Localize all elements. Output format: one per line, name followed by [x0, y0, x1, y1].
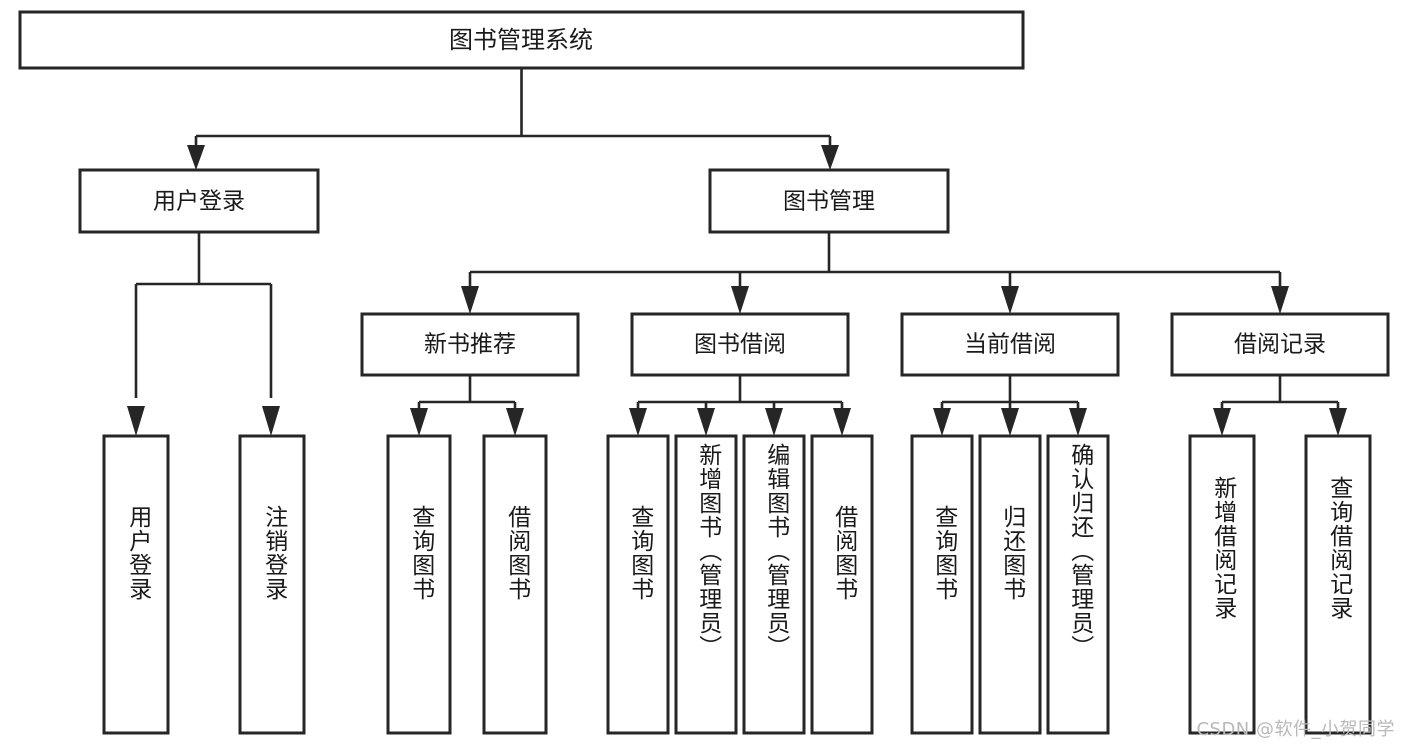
node-leaf-borrow-book-2-box[interactable]	[810, 434, 874, 735]
arrow-to-leaf-query-book-2	[629, 408, 647, 436]
node-user-login[interactable]: 用户登录	[78, 168, 320, 234]
arrow-to-leaf-query-book-1	[410, 408, 428, 436]
arrow-to-leaf-add-book	[697, 408, 715, 436]
node-borrow-record-box[interactable]	[1170, 312, 1390, 377]
arrow-to-leaf-confirm-return	[1069, 408, 1087, 436]
node-user-login-box[interactable]	[78, 168, 320, 234]
arrow-to-book-borrow	[731, 286, 749, 314]
node-book-manage-label: 图书管理	[783, 189, 875, 215]
watermark-text: CSDN @软件_小贺同学	[1196, 719, 1395, 740]
node-borrow-record[interactable]: 借阅记录	[1170, 312, 1390, 377]
node-current-borrow-box[interactable]	[900, 312, 1120, 377]
arrow-to-leaf-borrow-book-1	[506, 408, 524, 436]
arrow-to-leaf-query-record	[1329, 408, 1347, 436]
connector-layer	[127, 68, 1347, 436]
connector-user-login-bus	[134, 232, 273, 398]
node-root[interactable]: 图书管理系统	[18, 10, 1025, 70]
node-new-book-recommend[interactable]: 新书推荐	[360, 312, 580, 377]
node-leaf-user-login-box[interactable]	[102, 434, 170, 735]
arrow-to-leaf-user-login	[127, 406, 145, 436]
node-leaf-logout-login-box[interactable]	[238, 434, 306, 735]
arrow-to-leaf-query-book-3	[933, 408, 951, 436]
arrow-to-current-borrow	[1001, 286, 1019, 314]
node-leaf-query-book-1-box[interactable]	[386, 434, 452, 735]
node-root-box[interactable]	[18, 10, 1025, 70]
connector-root-bus	[194, 68, 832, 152]
arrow-to-leaf-return-book	[1001, 408, 1019, 436]
node-book-borrow[interactable]: 图书借阅	[630, 312, 850, 377]
connector-book-manage-bus	[468, 232, 1282, 292]
node-leaf-confirm-return-box[interactable]	[1046, 434, 1110, 735]
arrow-to-leaf-add-record	[1213, 408, 1231, 436]
node-current-borrow-label: 当前借阅	[964, 332, 1056, 358]
arrow-to-leaf-borrow-book-2	[833, 408, 851, 436]
node-book-manage[interactable]: 图书管理	[708, 168, 950, 234]
arrow-to-leaf-edit-book	[765, 408, 783, 436]
node-new-book-recommend-box[interactable]	[360, 312, 580, 377]
node-root-label: 图书管理系统	[449, 26, 593, 54]
node-leaf-borrow-book-1-box[interactable]	[482, 434, 548, 735]
node-borrow-record-label: 借阅记录	[1234, 332, 1326, 358]
node-leaf-return-book-box[interactable]	[978, 434, 1042, 735]
node-leaf-query-record-box[interactable]	[1304, 434, 1372, 735]
node-book-manage-box[interactable]	[708, 168, 950, 234]
arrow-to-leaf-logout-login	[262, 406, 280, 436]
node-new-book-recommend-label: 新书推荐	[424, 332, 516, 358]
arrow-to-book-manage	[821, 145, 839, 170]
node-current-borrow[interactable]: 当前借阅	[900, 312, 1120, 377]
connector-new-book-bus	[417, 375, 517, 412]
connector-book-borrow-bus	[636, 375, 844, 412]
node-leaf-add-record-box[interactable]	[1188, 434, 1256, 735]
node-book-borrow-box[interactable]	[630, 312, 850, 377]
arrow-to-new-book-recommend	[461, 286, 479, 314]
arrow-to-borrow-record	[1271, 286, 1289, 314]
connector-current-borrow-bus	[940, 375, 1080, 412]
arrow-to-user-login	[187, 145, 205, 170]
node-book-borrow-label: 图书借阅	[694, 332, 786, 358]
node-leaf-query-book-2-box[interactable]	[606, 434, 670, 735]
node-leaf-query-book-3-box[interactable]	[910, 434, 974, 735]
connector-borrow-record-bus	[1220, 375, 1340, 412]
node-user-login-label: 用户登录	[153, 189, 245, 215]
node-leaf-edit-book-box[interactable]	[742, 434, 806, 735]
node-leaf-add-book-box[interactable]	[674, 434, 738, 735]
